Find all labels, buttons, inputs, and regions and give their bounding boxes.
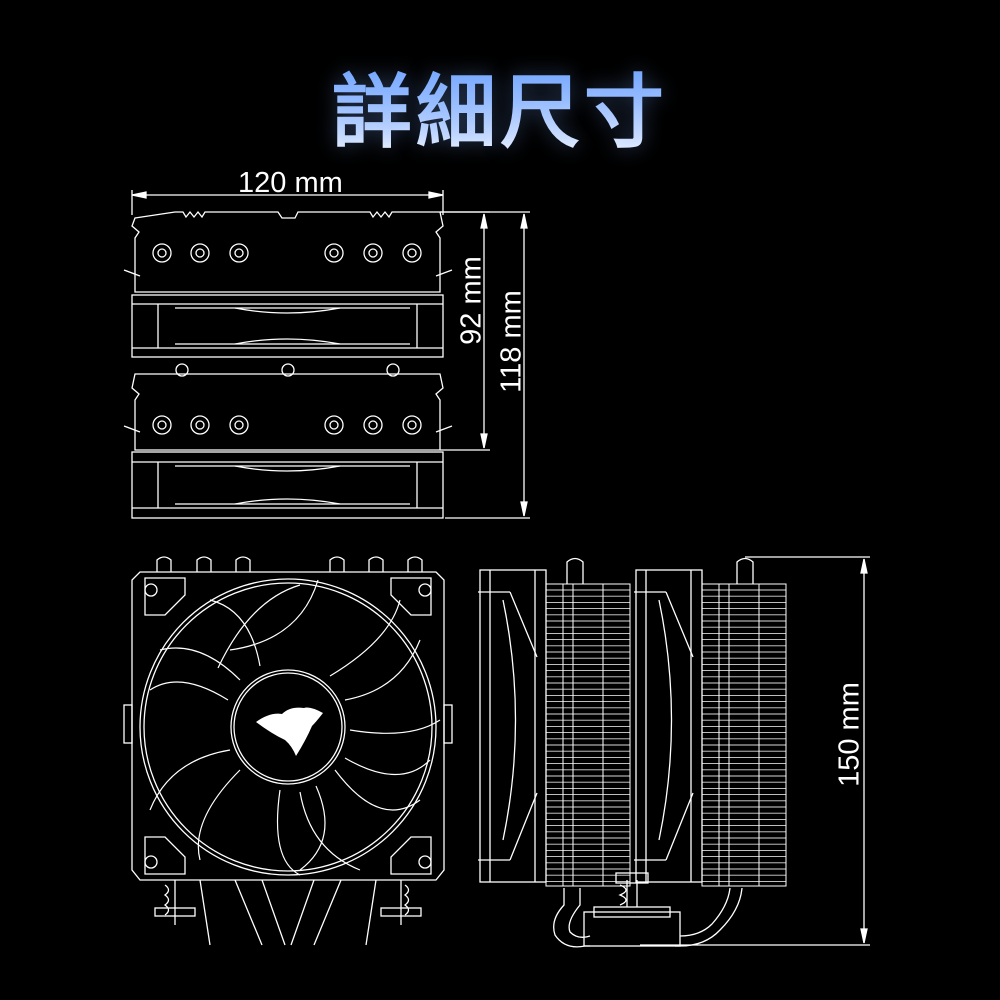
depth-dimension-line xyxy=(440,211,530,519)
width-dimension-line xyxy=(131,190,444,215)
fin-stack-1 xyxy=(545,583,631,887)
depth-dimension-label: 118 mm xyxy=(495,290,528,393)
wolf-logo-icon xyxy=(256,707,323,756)
fin-stack-2 xyxy=(701,583,787,887)
fan-height-dimension-label: 92 mm xyxy=(455,256,488,345)
fan-blades xyxy=(149,579,441,876)
top-view xyxy=(123,190,530,519)
side-view xyxy=(478,556,870,948)
height-dimension-line xyxy=(640,556,870,946)
width-dimension-label: 120 mm xyxy=(238,167,343,199)
page-title: 詳細尺寸 xyxy=(0,48,1000,164)
height-dimension-label: 150 mm xyxy=(833,682,866,787)
heatpipe-row-upper xyxy=(152,243,422,263)
front-view xyxy=(123,556,453,946)
heatpipe-row-lower xyxy=(152,415,422,435)
